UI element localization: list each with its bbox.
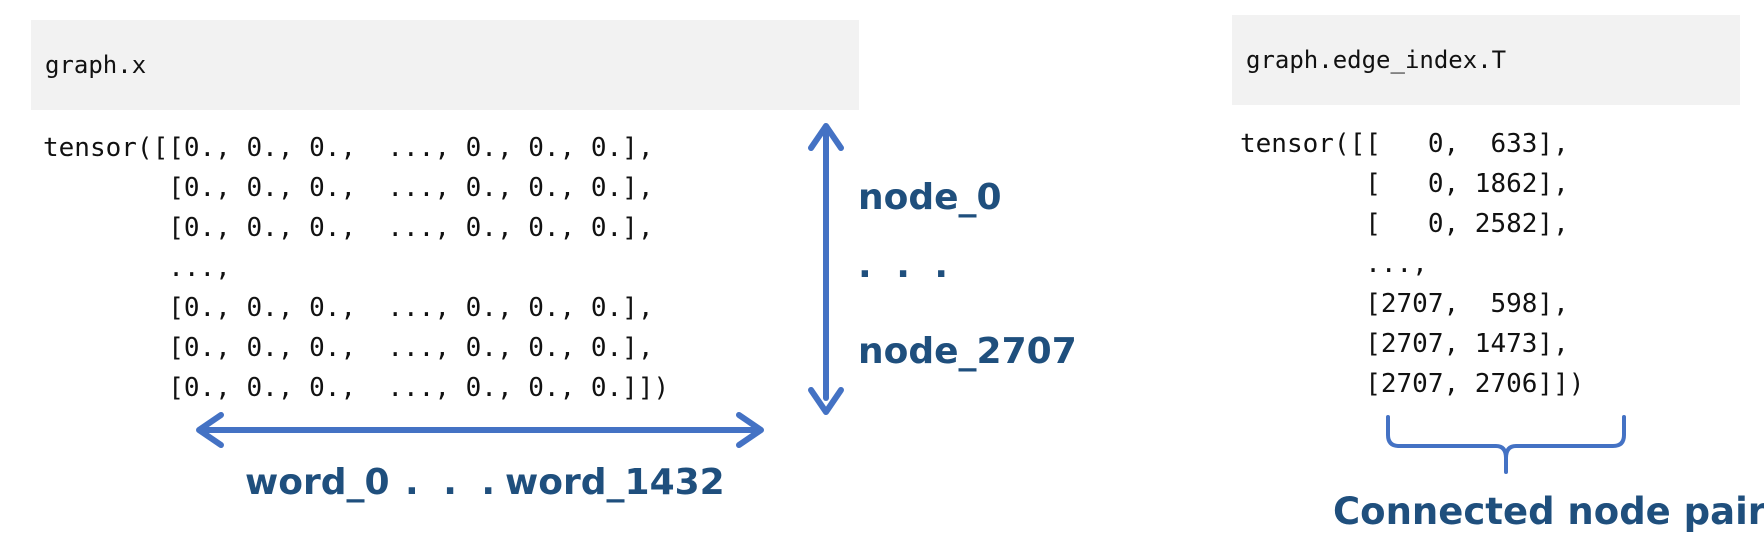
label-word-1432: word_1432: [505, 462, 725, 503]
label-connected-node-pairs: Connected node pairs: [1333, 490, 1764, 533]
output-line: [0., 0., 0., ..., 0., 0., 0.]]): [43, 373, 670, 403]
label-word-0: word_0: [245, 462, 390, 503]
output-line: [ 0, 1862],: [1240, 169, 1569, 199]
output-line: [ 0, 2582],: [1240, 209, 1569, 239]
label-node-0: node_0: [858, 177, 1002, 218]
label-rows-ellipsis: . . .: [858, 245, 955, 286]
right-cell-code: graph.edge_index.T: [1246, 46, 1507, 74]
right-cell-header: graph.edge_index.T: [1232, 15, 1740, 105]
output-line: [2707, 1473],: [1240, 329, 1569, 359]
left-cell-output: tensor([[0., 0., 0., ..., 0., 0., 0.], […: [43, 128, 669, 408]
output-line: [0., 0., 0., ..., 0., 0., 0.],: [43, 213, 654, 243]
output-line: [0., 0., 0., ..., 0., 0., 0.],: [43, 333, 654, 363]
output-line: tensor([[ 0, 633],: [1240, 129, 1569, 159]
label-cols-ellipsis: . . .: [405, 462, 502, 503]
output-line: [0., 0., 0., ..., 0., 0., 0.],: [43, 173, 654, 203]
right-cell-output: tensor([[ 0, 633], [ 0, 1862], [ 0, 2582…: [1240, 124, 1584, 404]
output-line: [2707, 2706]]): [1240, 369, 1585, 399]
output-line: tensor([[0., 0., 0., ..., 0., 0., 0.],: [43, 133, 654, 163]
vertical-double-arrow: [808, 123, 844, 415]
output-line: [2707, 598],: [1240, 289, 1569, 319]
output-line: ...,: [1240, 249, 1428, 279]
output-line: ...,: [43, 253, 231, 283]
output-line: [0., 0., 0., ..., 0., 0., 0.],: [43, 293, 654, 323]
horizontal-double-arrow: [196, 412, 764, 448]
left-cell-header: graph.x: [31, 20, 859, 110]
curly-brace: [1386, 415, 1626, 474]
left-cell-code: graph.x: [45, 51, 147, 79]
label-node-2707: node_2707: [858, 331, 1077, 372]
